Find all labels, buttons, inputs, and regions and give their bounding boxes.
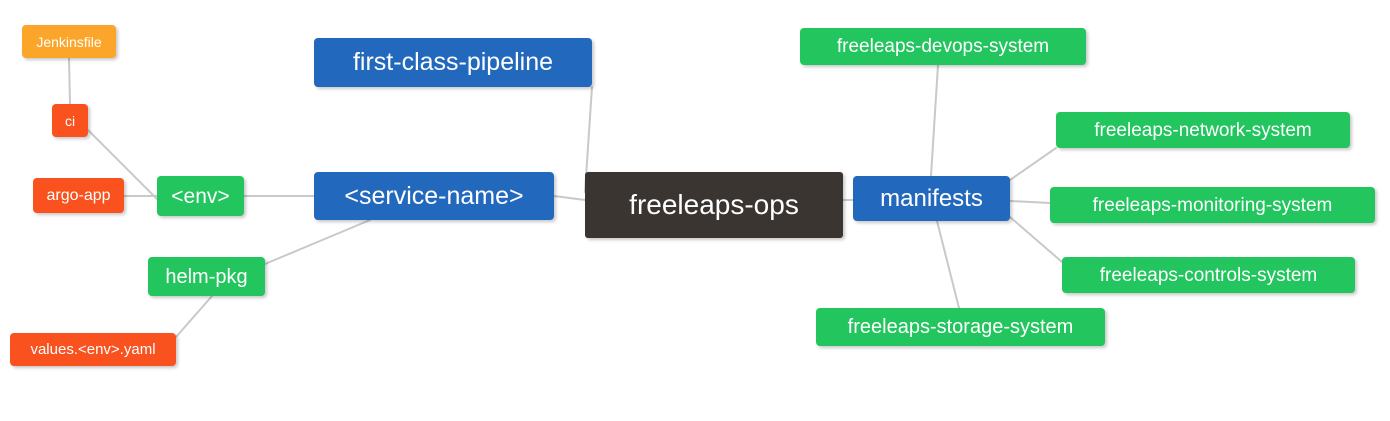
edge-helm-pkg-to-service-name [264, 219, 371, 265]
node-label: freeleaps-monitoring-system [1092, 194, 1333, 216]
edge-monitoring-to-manifests [1009, 200, 1051, 204]
node-helm-pkg[interactable]: helm-pkg [148, 257, 265, 296]
node-storage[interactable]: freeleaps-storage-system [816, 308, 1105, 346]
node-label: values.<env>.yaml [30, 341, 156, 358]
node-label: ci [64, 112, 76, 129]
edge-network-to-manifests [1009, 147, 1057, 181]
node-label: argo-app [46, 186, 111, 204]
node-ci[interactable]: ci [52, 104, 88, 137]
node-label: freeleaps-controls-system [1099, 264, 1318, 286]
node-label: freeleaps-devops-system [836, 36, 1050, 57]
edge-storage-to-manifests [936, 220, 960, 309]
node-freeleaps-ops[interactable]: freeleaps-ops [585, 172, 843, 238]
node-controls[interactable]: freeleaps-controls-system [1062, 257, 1355, 293]
edge-service-name-to-freeleaps-ops [553, 195, 586, 201]
edge-devops-to-manifests [930, 64, 939, 177]
node-values-yaml[interactable]: values.<env>.yaml [10, 333, 176, 366]
node-label: freeleaps-storage-system [847, 316, 1074, 338]
node-label: <service-name> [344, 181, 524, 210]
edge-values-yaml-to-helm-pkg [175, 295, 213, 338]
node-service-name[interactable]: <service-name> [314, 172, 554, 220]
node-devops[interactable]: freeleaps-devops-system [800, 28, 1086, 65]
node-label: freeleaps-ops [629, 189, 799, 220]
node-first-class[interactable]: first-class-pipeline [314, 38, 592, 87]
edge-jenkinsfile-to-ci [68, 57, 71, 105]
node-label: helm-pkg [165, 265, 248, 288]
edge-controls-to-manifests [1009, 216, 1063, 263]
node-env[interactable]: <env> [157, 176, 244, 216]
node-network[interactable]: freeleaps-network-system [1056, 112, 1350, 148]
node-label: <env> [171, 184, 230, 208]
node-manifests[interactable]: manifests [853, 176, 1010, 221]
node-monitoring[interactable]: freeleaps-monitoring-system [1050, 187, 1375, 223]
node-label: first-class-pipeline [352, 48, 554, 76]
node-label: manifests [880, 184, 983, 212]
node-argo-app[interactable]: argo-app [33, 178, 124, 213]
node-label: Jenkinsfile [36, 33, 102, 50]
node-jenkinsfile[interactable]: Jenkinsfile [22, 25, 116, 58]
node-label: freeleaps-network-system [1094, 119, 1312, 141]
